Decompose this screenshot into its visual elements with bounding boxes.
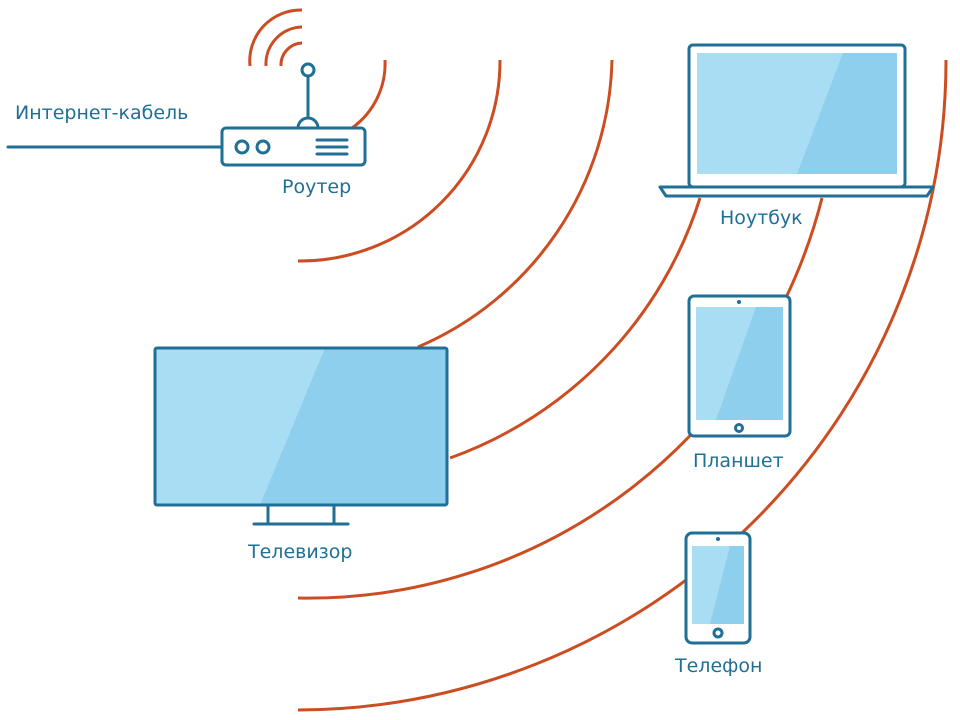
tablet-camera xyxy=(737,300,741,304)
phone-icon xyxy=(684,531,752,645)
phone-screen-shade xyxy=(710,546,744,624)
laptop-screen-shade xyxy=(797,53,897,174)
signal-arc-2 xyxy=(264,25,303,67)
laptop-base xyxy=(658,185,935,198)
signal-waves xyxy=(248,8,948,712)
tv-frame xyxy=(153,346,449,507)
signal-arc-5 xyxy=(297,59,502,263)
internet-cable-label: Интернет-кабель xyxy=(15,102,188,124)
tablet-label: Планшет xyxy=(693,450,784,472)
laptop-label: Ноутбук xyxy=(720,207,803,229)
laptop-icon xyxy=(658,43,935,198)
signal-arc-6b xyxy=(449,197,702,460)
tv-icon xyxy=(153,346,449,526)
tv-screen-shade xyxy=(260,348,447,505)
router-led-2 xyxy=(255,139,271,155)
signal-arc-1 xyxy=(248,8,303,67)
router-antenna-tip xyxy=(300,62,316,78)
tv-label: Телевизор xyxy=(247,541,352,563)
tablet-icon xyxy=(687,294,792,438)
phone-label: Телефон xyxy=(674,655,762,677)
router-icon xyxy=(220,62,367,167)
signal-arc-4 xyxy=(351,59,387,130)
signal-arc-3 xyxy=(279,41,303,67)
phone-home-button xyxy=(712,627,724,639)
signal-arc-6 xyxy=(417,59,614,349)
signal-arc-8 xyxy=(297,59,948,712)
tablet-home-button xyxy=(734,423,744,433)
router-led-1 xyxy=(234,139,250,155)
phone-camera xyxy=(716,537,720,541)
router-label: Роутер xyxy=(282,176,351,198)
tablet-screen-shade xyxy=(716,307,783,420)
router-body xyxy=(220,126,367,167)
